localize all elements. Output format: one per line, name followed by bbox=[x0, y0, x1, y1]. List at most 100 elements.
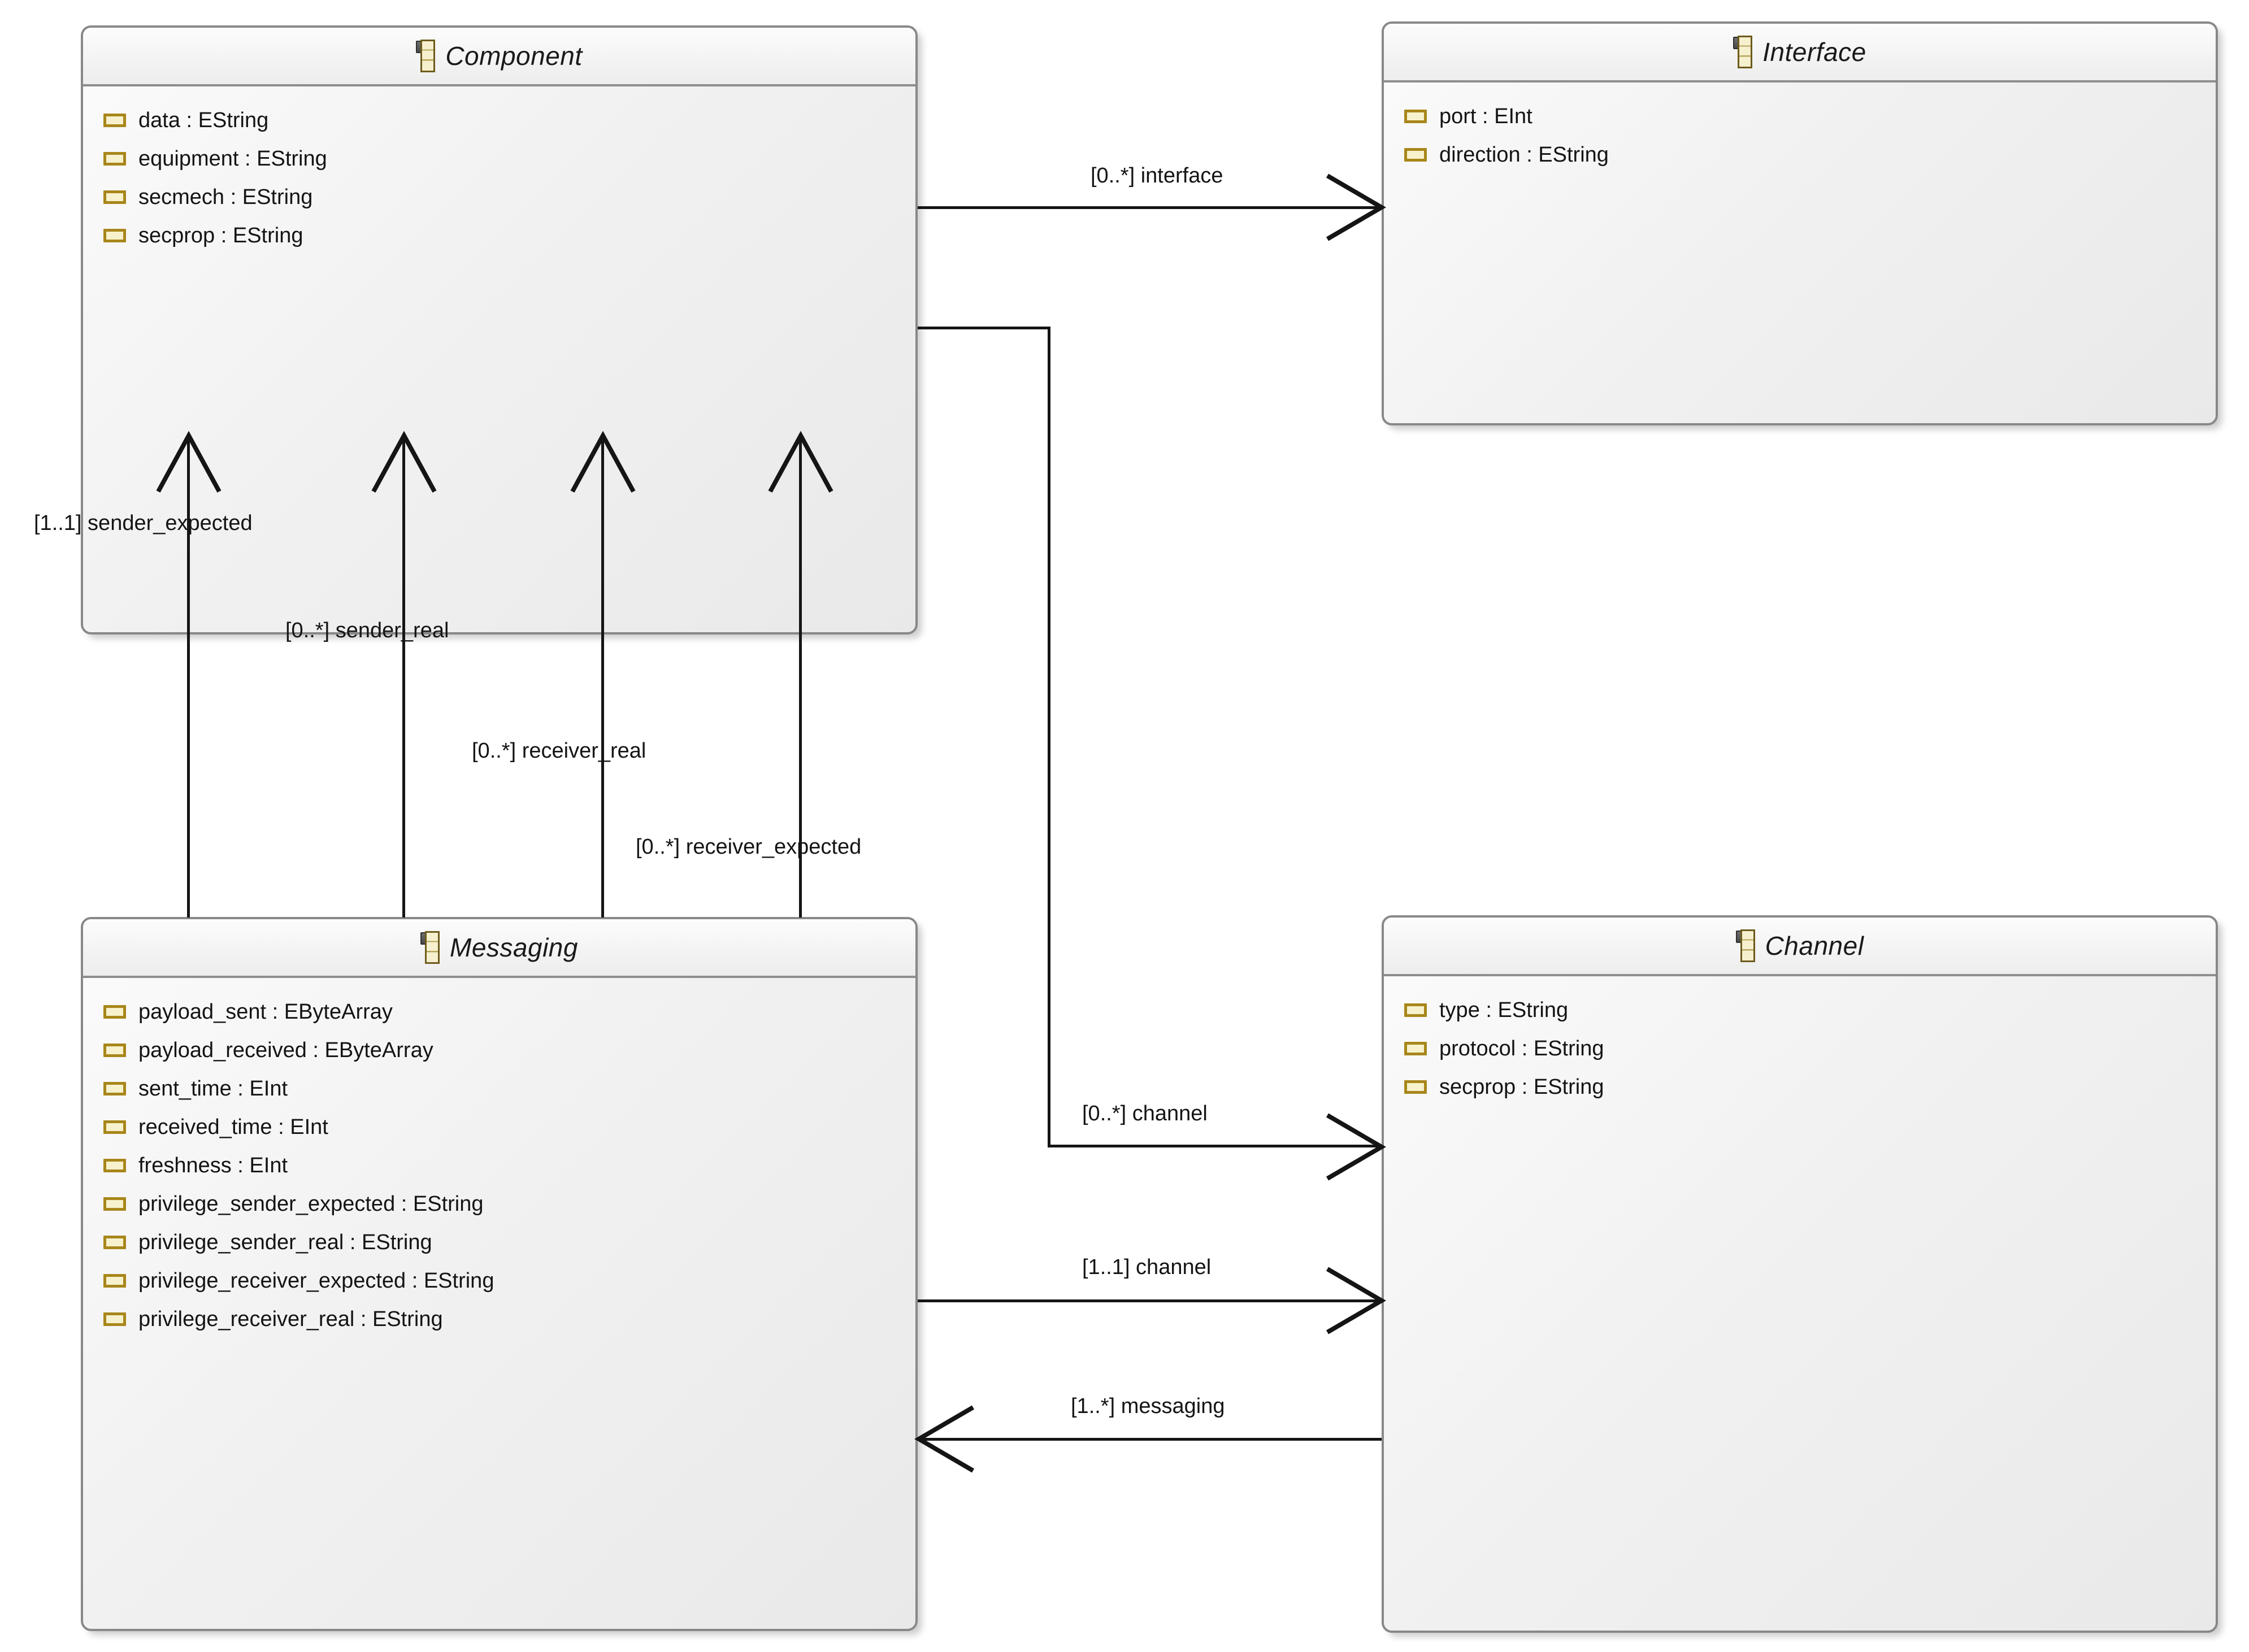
attribute-icon bbox=[1404, 110, 1427, 123]
attribute-icon bbox=[1404, 1080, 1427, 1094]
attribute-icon bbox=[103, 1197, 126, 1211]
attribute-label: secprop : EString bbox=[1439, 1075, 1604, 1099]
attribute-row[interactable]: secprop : EString bbox=[83, 216, 915, 255]
attribute-icon bbox=[103, 1312, 126, 1326]
edge-label-receiver-real: [0..*] receiver_real bbox=[472, 739, 646, 763]
arrowhead-channel-0n bbox=[1326, 1113, 1386, 1181]
attribute-label: equipment : EString bbox=[138, 146, 327, 171]
attribute-label: privilege_receiver_expected : EString bbox=[138, 1268, 494, 1293]
attribute-label: data : EString bbox=[138, 108, 269, 132]
class-box-messaging[interactable]: Messaging payload_sent : EByteArray payl… bbox=[81, 917, 918, 1631]
class-box-interface[interactable]: Interface port : EInt direction : EStrin… bbox=[1382, 21, 2218, 425]
edge-label-interface: [0..*] interface bbox=[1091, 164, 1223, 188]
attribute-icon bbox=[103, 1236, 126, 1249]
attribute-row[interactable]: sent_time : EInt bbox=[83, 1070, 915, 1108]
class-box-component[interactable]: Component data : EString equipment : ESt… bbox=[81, 25, 918, 634]
attribute-icon bbox=[1404, 1042, 1427, 1055]
edge-label-sender-expected: [1..1] sender_expected bbox=[34, 511, 253, 535]
edge-messaging-to-channel bbox=[918, 1299, 1382, 1302]
attribute-row[interactable]: privilege_sender_real : EString bbox=[83, 1223, 915, 1262]
attribute-icon bbox=[1404, 148, 1427, 162]
arrowhead-receiver-real bbox=[570, 431, 636, 493]
attribute-label: freshness : EInt bbox=[138, 1153, 288, 1177]
attribute-label: payload_received : EByteArray bbox=[138, 1038, 433, 1062]
attribute-label: direction : EString bbox=[1439, 142, 1609, 167]
arrowhead-messaging-1n bbox=[914, 1405, 975, 1473]
attribute-label: sent_time : EInt bbox=[138, 1076, 288, 1101]
attribute-label: payload_sent : EByteArray bbox=[138, 999, 393, 1024]
attribute-row[interactable]: equipment : EString bbox=[83, 140, 915, 178]
attribute-row[interactable]: direction : EString bbox=[1384, 136, 2216, 174]
class-header-channel: Channel bbox=[1384, 918, 2216, 976]
class-header-interface: Interface bbox=[1384, 24, 2216, 82]
edge-component-to-channel-seg2 bbox=[1048, 327, 1050, 1147]
class-name-interface: Interface bbox=[1762, 37, 1866, 67]
attribute-label: privilege_receiver_real : EString bbox=[138, 1307, 443, 1331]
attribute-label: type : EString bbox=[1439, 998, 1569, 1022]
arrowhead-sender-real bbox=[371, 431, 437, 493]
attribute-icon bbox=[103, 114, 126, 127]
eclass-icon bbox=[416, 40, 436, 72]
attribute-icon bbox=[103, 1159, 126, 1172]
edge-label-receiver-expected: [0..*] receiver_expected bbox=[636, 835, 862, 859]
attribute-label: secmech : EString bbox=[138, 185, 313, 209]
eclass-icon bbox=[1733, 36, 1753, 68]
arrowhead-channel-11 bbox=[1326, 1267, 1386, 1334]
arrowhead-receiver-expected bbox=[768, 431, 833, 493]
attribute-icon bbox=[103, 229, 126, 242]
class-attributes-interface: port : EInt direction : EString bbox=[1384, 82, 2216, 174]
edge-label-channel-11: [1..1] channel bbox=[1082, 1255, 1212, 1279]
class-header-messaging: Messaging bbox=[83, 919, 915, 978]
attribute-row[interactable]: privilege_sender_expected : EString bbox=[83, 1185, 915, 1223]
arrowhead-sender-expected bbox=[156, 431, 222, 493]
edge-channel-to-messaging bbox=[918, 1438, 1382, 1441]
attribute-label: protocol : EString bbox=[1439, 1036, 1604, 1060]
attribute-icon bbox=[103, 1044, 126, 1057]
attribute-row[interactable]: protocol : EString bbox=[1384, 1029, 2216, 1068]
attribute-row[interactable]: secmech : EString bbox=[83, 178, 915, 216]
edge-component-to-channel-seg1 bbox=[918, 327, 1050, 329]
attribute-row[interactable]: privilege_receiver_expected : EString bbox=[83, 1262, 915, 1300]
edge-messaging-to-component-sender-real bbox=[402, 435, 405, 918]
attribute-icon bbox=[103, 1082, 126, 1095]
eclass-icon bbox=[420, 931, 440, 964]
attribute-label: received_time : EInt bbox=[138, 1115, 328, 1139]
attribute-row[interactable]: freshness : EInt bbox=[83, 1146, 915, 1185]
attribute-label: port : EInt bbox=[1439, 104, 1532, 128]
attribute-icon bbox=[103, 190, 126, 204]
attribute-label: privilege_sender_real : EString bbox=[138, 1230, 432, 1254]
attribute-row[interactable]: privilege_receiver_real : EString bbox=[83, 1300, 915, 1338]
attribute-row[interactable]: secprop : EString bbox=[1384, 1068, 2216, 1106]
edge-component-to-interface bbox=[918, 206, 1382, 209]
attribute-icon bbox=[1404, 1003, 1427, 1017]
attribute-row[interactable]: port : EInt bbox=[1384, 97, 2216, 136]
attribute-row[interactable]: payload_received : EByteArray bbox=[83, 1031, 915, 1070]
attribute-row[interactable]: payload_sent : EByteArray bbox=[83, 993, 915, 1031]
class-name-component: Component bbox=[445, 41, 583, 71]
edge-label-channel-0n: [0..*] channel bbox=[1082, 1102, 1208, 1125]
class-box-channel[interactable]: Channel type : EString protocol : EStrin… bbox=[1382, 915, 2218, 1633]
class-attributes-messaging: payload_sent : EByteArray payload_receiv… bbox=[83, 978, 915, 1338]
edge-messaging-to-component-receiver-expected bbox=[799, 435, 802, 918]
class-name-channel: Channel bbox=[1765, 931, 1864, 960]
eclass-icon bbox=[1735, 929, 1755, 962]
class-name-messaging: Messaging bbox=[450, 933, 578, 962]
edge-label-messaging-1n: [1..*] messaging bbox=[1071, 1394, 1225, 1418]
attribute-icon bbox=[103, 152, 126, 166]
class-attributes-component: data : EString equipment : EString secme… bbox=[83, 86, 915, 255]
attribute-icon bbox=[103, 1274, 126, 1288]
attribute-row[interactable]: received_time : EInt bbox=[83, 1108, 915, 1146]
attribute-icon bbox=[103, 1120, 126, 1134]
class-header-component: Component bbox=[83, 28, 915, 86]
edge-label-sender-real: [0..*] sender_real bbox=[285, 619, 449, 642]
edge-messaging-to-component-receiver-real bbox=[601, 435, 604, 918]
class-attributes-channel: type : EString protocol : EString secpro… bbox=[1384, 976, 2216, 1106]
attribute-icon bbox=[103, 1005, 126, 1019]
edge-component-to-channel-seg3 bbox=[1048, 1145, 1382, 1147]
attribute-label: secprop : EString bbox=[138, 223, 303, 247]
arrowhead-interface bbox=[1326, 173, 1386, 241]
attribute-row[interactable]: data : EString bbox=[83, 101, 915, 140]
attribute-row[interactable]: type : EString bbox=[1384, 991, 2216, 1029]
edge-messaging-to-component-sender-expected bbox=[187, 435, 190, 918]
